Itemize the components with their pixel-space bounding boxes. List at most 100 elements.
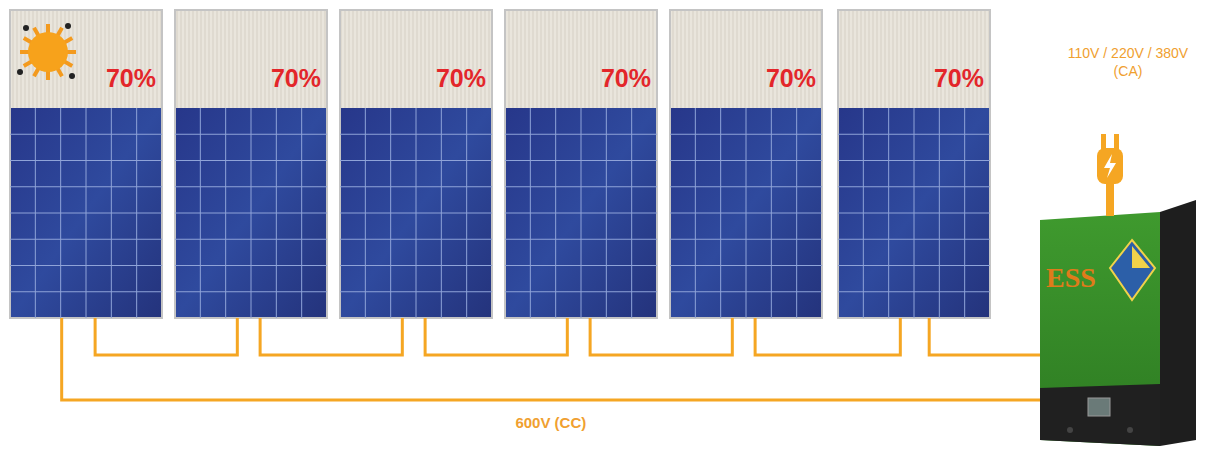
solar-panel: 70% xyxy=(838,10,990,318)
cell-line xyxy=(670,291,822,292)
cell-line xyxy=(340,160,492,161)
cell-line xyxy=(838,291,990,292)
panel-cells xyxy=(506,108,656,317)
inverter-screen xyxy=(1088,398,1110,416)
plug-body xyxy=(1097,148,1123,184)
panel-cells xyxy=(839,108,989,317)
cell-line xyxy=(670,239,822,240)
cell-line xyxy=(340,265,492,266)
solar-panel: 70% xyxy=(670,10,822,318)
cell-line xyxy=(670,160,822,161)
panel-cells xyxy=(341,108,491,317)
dc-wire xyxy=(260,318,402,355)
cell-line xyxy=(838,213,990,214)
wire-label: 600V (CC) xyxy=(511,414,590,431)
efficiency-value: 70% xyxy=(766,64,816,93)
solar-panel: 70% xyxy=(10,10,162,318)
panel-frame xyxy=(175,10,327,318)
panel-frame xyxy=(10,10,162,318)
inverter-side xyxy=(1160,200,1196,446)
inverter-base xyxy=(1040,384,1160,446)
solar-panel xyxy=(175,10,327,318)
sun-disc xyxy=(28,32,68,72)
dc-wire xyxy=(62,318,1040,400)
panel-frame xyxy=(670,10,822,318)
cell-line xyxy=(505,265,657,266)
cell-line xyxy=(175,134,327,135)
dirt-spot xyxy=(23,25,29,31)
solar-panel: 70% xyxy=(505,10,657,318)
logo-ray xyxy=(1132,246,1150,268)
cell-line xyxy=(340,134,492,135)
solar-panel xyxy=(340,10,492,318)
dc-wire xyxy=(929,318,1040,355)
dc-wire xyxy=(425,318,567,355)
cell-line xyxy=(10,134,162,135)
dirt-spot xyxy=(65,23,71,29)
cell-line xyxy=(10,239,162,240)
cell-line xyxy=(505,291,657,292)
inverter-body xyxy=(1040,200,1196,446)
panel-cells xyxy=(176,108,326,317)
cell-line xyxy=(838,160,990,161)
cell-line xyxy=(505,213,657,214)
cell-line xyxy=(340,186,492,187)
cell-line xyxy=(670,213,822,214)
cell-line xyxy=(340,291,492,292)
plug-pin xyxy=(1101,134,1106,150)
cell-line xyxy=(670,186,822,187)
efficiency-value: 70% xyxy=(436,64,486,93)
cell-line xyxy=(505,134,657,135)
plug-pin xyxy=(1114,134,1119,150)
cell-line xyxy=(505,239,657,240)
efficiency-value: 70% xyxy=(271,64,321,93)
cell-line xyxy=(175,213,327,214)
voltage-label: 110V / 220V / 380V (CA) xyxy=(1058,44,1198,80)
panel-frame xyxy=(505,10,657,318)
cell-line xyxy=(10,265,162,266)
solar-panel xyxy=(670,10,822,318)
panel-cells xyxy=(11,108,161,317)
bolt xyxy=(1104,154,1116,178)
solar-panel xyxy=(505,10,657,318)
cell-line xyxy=(340,213,492,214)
dc-wire xyxy=(590,318,732,355)
cell-line xyxy=(10,213,162,214)
dc-wire xyxy=(95,318,237,355)
cell-line xyxy=(670,134,822,135)
dc-wire xyxy=(755,318,900,355)
panel-frame xyxy=(340,10,492,318)
cell-line xyxy=(10,186,162,187)
panel-frame xyxy=(838,10,990,318)
cell-line xyxy=(175,186,327,187)
plug xyxy=(1097,134,1123,216)
cell-line xyxy=(838,186,990,187)
efficiency-value: 70% xyxy=(934,64,984,93)
solar-panel: 70% xyxy=(175,10,327,318)
cell-line xyxy=(175,160,327,161)
efficiency-value: 70% xyxy=(601,64,651,93)
cell-line xyxy=(505,186,657,187)
cell-line xyxy=(175,265,327,266)
cell-line xyxy=(340,239,492,240)
cell-line xyxy=(175,239,327,240)
efficiency-value: 70% xyxy=(106,64,156,93)
inverter-front xyxy=(1040,212,1160,446)
solar-panel-art xyxy=(10,10,990,318)
cell-line xyxy=(175,291,327,292)
dirt-spot xyxy=(17,69,23,75)
cell-line xyxy=(838,134,990,135)
solar-panel xyxy=(10,10,162,318)
dirt-spot xyxy=(69,73,75,79)
logo-text: ESS xyxy=(1046,262,1096,294)
inverter: ESS xyxy=(1042,214,1158,384)
sun-icon xyxy=(17,23,76,80)
cell-line xyxy=(838,265,990,266)
solar-panel xyxy=(838,10,990,318)
inverter-port xyxy=(1127,427,1133,433)
inverter-port xyxy=(1067,427,1073,433)
cell-line xyxy=(10,160,162,161)
cell-line xyxy=(505,160,657,161)
solar-panel: 70% xyxy=(340,10,492,318)
